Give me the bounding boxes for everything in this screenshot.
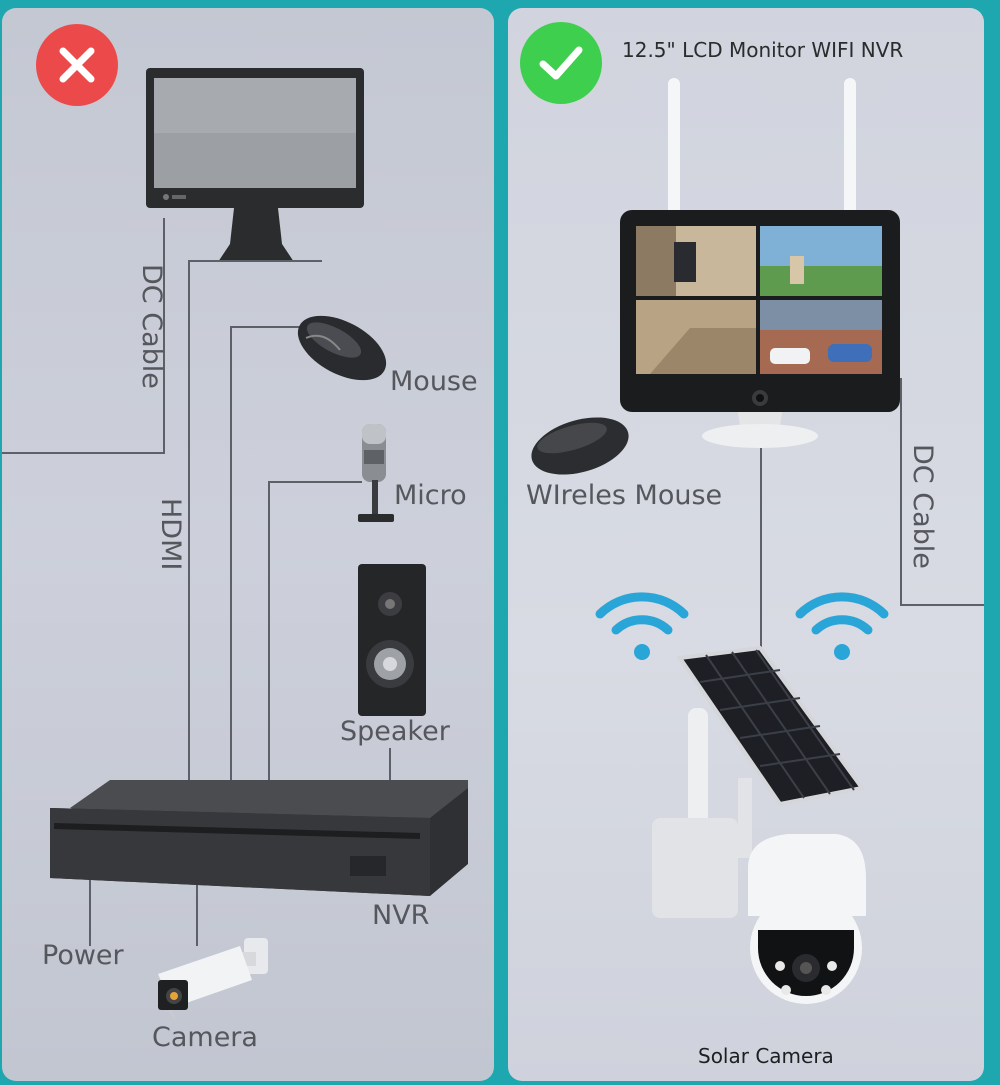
- dc-cable-label: DC Cable: [136, 264, 167, 389]
- bullet-camera-icon: [158, 938, 268, 1022]
- wired-setup-panel: DC Cable HDMI Mouse Micro Speaker NVR Po…: [2, 8, 494, 1081]
- speaker-icon: [358, 564, 426, 716]
- wireless-setup-panel: 12.5" LCD Monitor WIFI NVR DC Cable WIre…: [508, 8, 984, 1081]
- camera-label: Camera: [152, 1022, 258, 1053]
- wireless-mouse-icon: [531, 417, 629, 475]
- page-title: 12.5" LCD Monitor WIFI NVR: [622, 38, 904, 62]
- nvr-label: NVR: [372, 900, 430, 931]
- checkmark-icon: [520, 22, 602, 104]
- solar-camera-label: Solar Camera: [698, 1044, 834, 1068]
- solar-camera-icon: [652, 645, 866, 1004]
- microphone-icon: [358, 424, 394, 522]
- monitor-icon: [146, 68, 364, 262]
- antenna-left-icon: [668, 78, 680, 220]
- nvr-device-icon: [50, 780, 468, 896]
- mouse-label: Mouse: [390, 366, 478, 397]
- mouse-icon: [297, 315, 387, 381]
- speaker-label: Speaker: [340, 716, 450, 747]
- power-label: Power: [42, 940, 124, 971]
- wifi-left-icon: [595, 592, 689, 660]
- lcd-monitor-icon: [620, 210, 900, 448]
- hdmi-label: HDMI: [155, 498, 186, 571]
- x-icon: [36, 24, 118, 106]
- wireless-mouse-label: WIreles Mouse: [526, 480, 723, 511]
- micro-label: Micro: [394, 480, 467, 511]
- antenna-right-icon: [844, 78, 856, 220]
- dc-cable-label-right: DC Cable: [907, 444, 938, 569]
- wifi-right-icon: [795, 592, 889, 660]
